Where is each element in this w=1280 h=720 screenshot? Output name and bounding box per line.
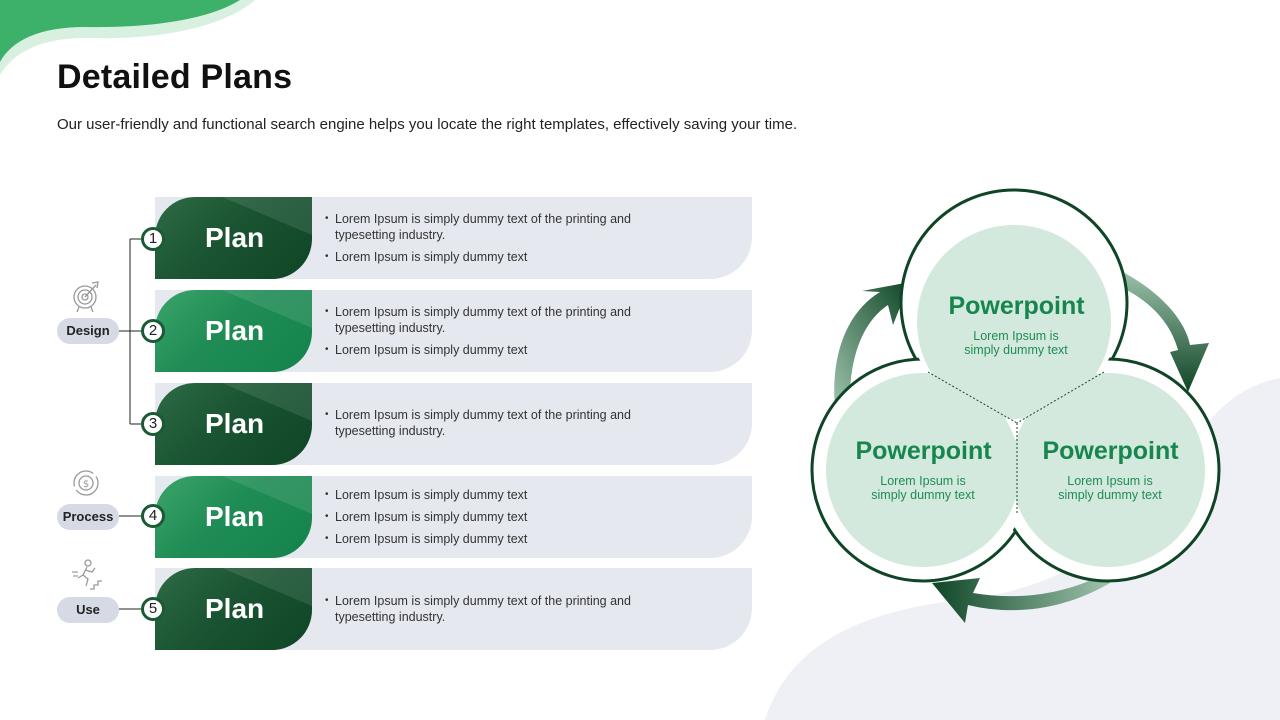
target-icon (70, 279, 102, 318)
cycle-arrow-left (834, 282, 910, 410)
plan-row-3: Plan Lorem Ipsum is simply dummy text of… (155, 383, 752, 465)
cycle-node-heading: Powerpoint (1042, 437, 1179, 465)
plan-bullet: Lorem Ipsum is simply dummy text of the … (325, 407, 665, 439)
trefoil-dividers (927, 371, 1105, 515)
person-climbing-icon (70, 558, 104, 597)
plan-tab: Plan (155, 476, 312, 558)
plan-bullets: Lorem Ipsum is simply dummy text of the … (325, 593, 665, 631)
plan-bullet: Lorem Ipsum is simply dummy text (325, 342, 665, 358)
plan-bullet: Lorem Ipsum is simply dummy text (325, 487, 665, 503)
plan-row-4: Plan Lorem Ipsum is simply dummy text Lo… (155, 476, 752, 558)
plan-number-5: 5 (141, 597, 165, 621)
plan-row-2: Plan Lorem Ipsum is simply dummy text of… (155, 290, 752, 372)
plan-bullets: Lorem Ipsum is simply dummy text of the … (325, 407, 665, 445)
plan-row-1: Plan Lorem Ipsum is simply dummy text of… (155, 197, 752, 279)
plan-bullet: Lorem Ipsum is simply dummy text (325, 249, 665, 265)
page-subtitle: Our user-friendly and functional search … (57, 116, 798, 133)
plan-bullet: Lorem Ipsum is simply dummy text (325, 509, 665, 525)
cycle-node-heading: Powerpoint (855, 437, 992, 465)
bottom-right-wave (765, 378, 1280, 720)
category-pill-design: Design (57, 318, 119, 344)
plan-label: Plan (205, 593, 265, 624)
svg-text:$: $ (83, 479, 89, 490)
cycle-arrow-bottom (932, 575, 1110, 623)
cycle-node-left: Powerpoint Lorem Ipsum is simply dummy t… (826, 437, 1021, 502)
cycle-node-body: Lorem Ipsum is simply dummy text (871, 474, 975, 502)
plan-bullets: Lorem Ipsum is simply dummy text of the … (325, 211, 665, 271)
plan-tab: Plan (155, 197, 312, 279)
category-pill-process: Process (57, 504, 119, 530)
plan-bullet: Lorem Ipsum is simply dummy text of the … (325, 304, 665, 336)
cycle-arrows (834, 268, 1209, 623)
plan-number-2: 2 (141, 319, 165, 343)
category-connectors (119, 238, 142, 610)
plan-label: Plan (205, 222, 265, 253)
cycle-node-body: Lorem Ipsum is simply dummy text (964, 329, 1068, 357)
plan-row-5: Plan Lorem Ipsum is simply dummy text of… (155, 568, 752, 650)
plan-tab: Plan (155, 383, 312, 465)
page-title: Detailed Plans (57, 58, 293, 96)
plan-bullet: Lorem Ipsum is simply dummy text of the … (325, 211, 665, 243)
plan-number-3: 3 (141, 412, 165, 436)
plan-label: Plan (205, 408, 265, 439)
dollar-cycle-icon: $ (70, 468, 102, 503)
cycle-node-body: Lorem Ipsum is simply dummy text (1058, 474, 1162, 502)
plan-number-1: 1 (141, 227, 165, 251)
plan-number-4: 4 (141, 504, 165, 528)
plan-bullet: Lorem Ipsum is simply dummy text (325, 531, 665, 547)
corner-wave-main (0, 0, 240, 62)
trefoil-fills (826, 225, 1205, 567)
category-pill-use: Use (57, 597, 119, 623)
plan-bullets: Lorem Ipsum is simply dummy text Lorem I… (325, 487, 665, 553)
plan-bullet: Lorem Ipsum is simply dummy text of the … (325, 593, 665, 625)
cycle-node-heading: Powerpoint (948, 292, 1085, 320)
cycle-arrow-right (1108, 268, 1209, 392)
plan-label: Plan (205, 315, 265, 346)
plan-label: Plan (205, 501, 265, 532)
plan-tab: Plan (155, 290, 312, 372)
cycle-node-right: Powerpoint Lorem Ipsum is simply dummy t… (1013, 437, 1208, 502)
plan-tab: Plan (155, 568, 312, 650)
cycle-node-top: Powerpoint Lorem Ipsum is simply dummy t… (919, 292, 1114, 357)
plan-bullets: Lorem Ipsum is simply dummy text of the … (325, 304, 665, 364)
